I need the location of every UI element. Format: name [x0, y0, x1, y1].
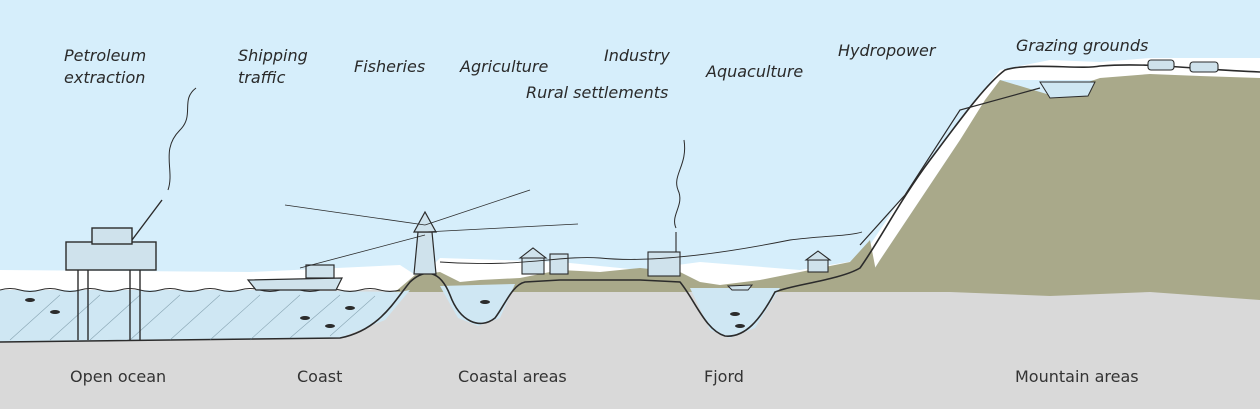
label-aquaculture: Aquaculture: [706, 62, 804, 81]
fish-group: [25, 298, 745, 328]
power-line: [439, 231, 863, 264]
label-rural-settlements: Rural settlements: [526, 83, 669, 102]
fjord-house: [804, 250, 832, 273]
flare-smoke: [167, 87, 197, 191]
label-shipping: Shipping traffic: [238, 46, 308, 87]
label-grazing-grounds: Grazing grounds: [1016, 36, 1149, 55]
ocean-water: [0, 290, 410, 342]
lighthouse: [412, 210, 438, 275]
zone-fjord: Fjord: [704, 367, 744, 386]
label-agriculture: Agriculture: [460, 57, 549, 76]
label-fisheries: Fisheries: [354, 57, 426, 76]
coastal-land: [395, 240, 880, 292]
mountain-lake: [1039, 81, 1096, 99]
ocean-hatching: [9, 294, 376, 341]
grazing-animals: [1147, 59, 1219, 73]
seabed-line: [0, 64, 1260, 343]
mountain-land: [860, 74, 1260, 300]
light-beams: [284, 189, 579, 269]
zone-mountain-areas: Mountain areas: [1015, 367, 1139, 386]
aquaculture-boat: [726, 284, 754, 291]
hydropower-pipe: [859, 87, 1041, 246]
industry-factory: [647, 232, 681, 277]
label-petroleum: Petroleum extraction: [64, 46, 147, 87]
factory-smoke: [674, 139, 686, 229]
ship: [246, 264, 343, 291]
zone-open-ocean: Open ocean: [70, 367, 167, 386]
label-hydropower: Hydropower: [838, 41, 936, 60]
label-industry: Industry: [604, 46, 670, 65]
zone-coast: Coast: [297, 367, 343, 386]
zone-coastal-areas: Coastal areas: [458, 367, 567, 386]
oil-platform: [65, 199, 163, 340]
